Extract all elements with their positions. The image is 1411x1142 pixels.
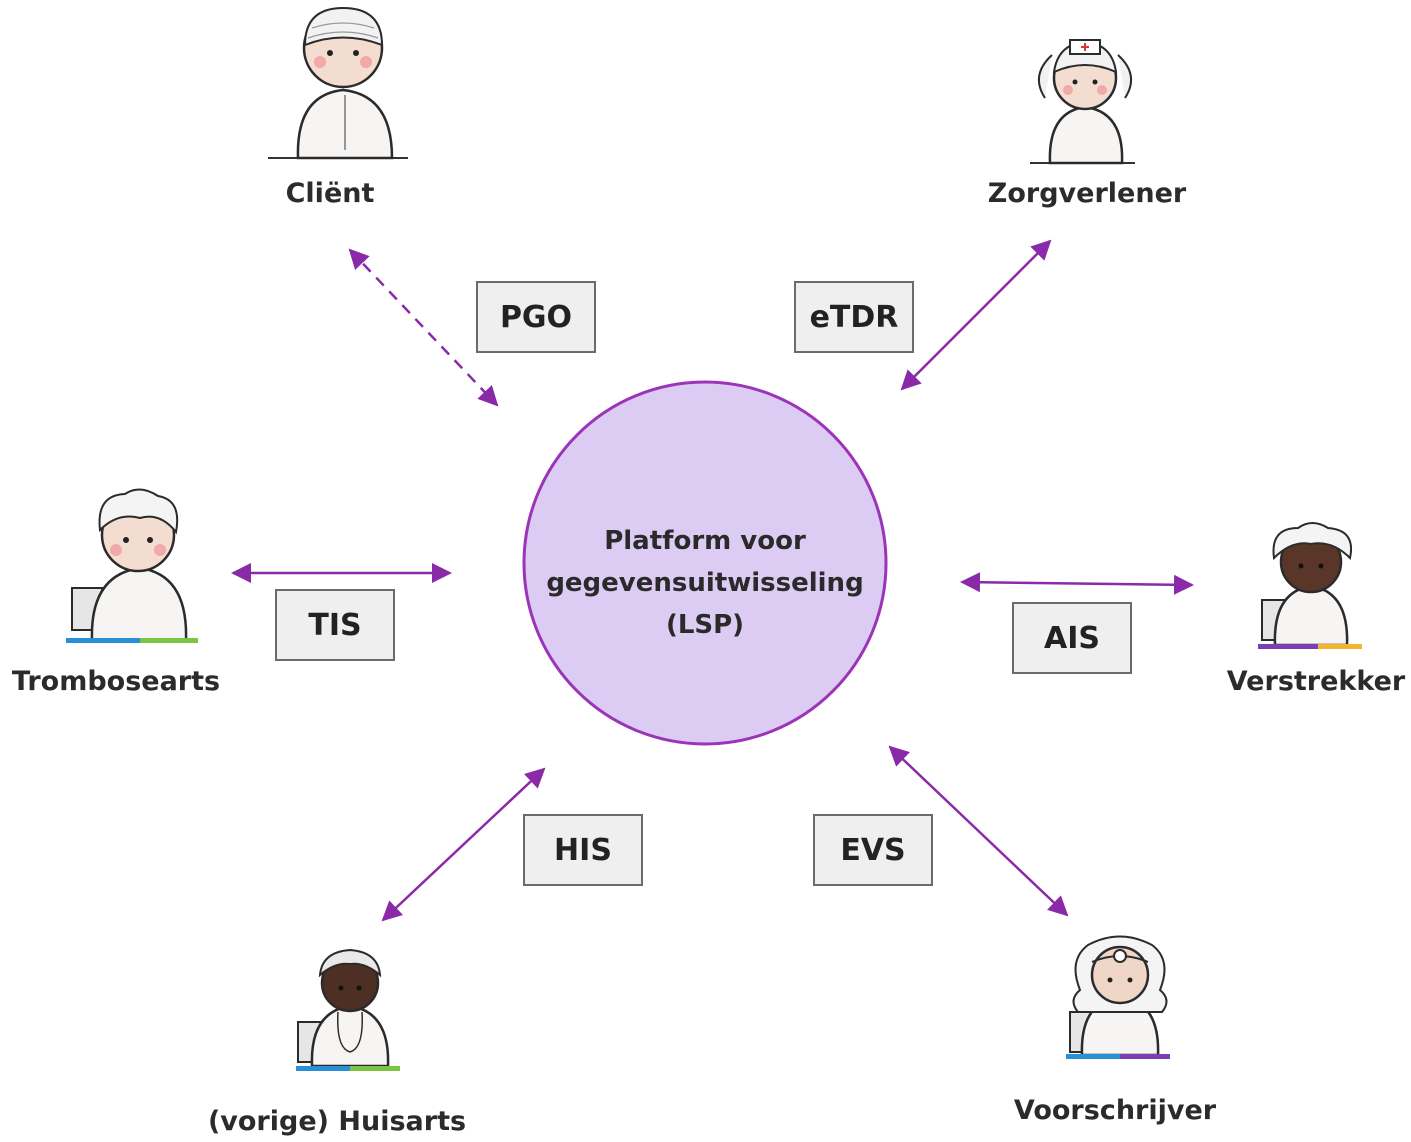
system-box-etdr: eTDR [794, 281, 914, 353]
voorschrijver-figure-icon [1066, 935, 1170, 1059]
zorgverlener-figure-icon [1030, 39, 1135, 165]
platform-label-line-2: gegevensuitwisseling [546, 568, 864, 598]
system-box-tis: TIS [275, 589, 395, 661]
platform-label-line-1: Platform voor [604, 526, 806, 556]
system-box-pgo: PGO [476, 281, 596, 353]
system-box-ais: AIS [1012, 602, 1132, 674]
actor-label-verstrekker: Verstrekker [1226, 666, 1406, 697]
actor-label-zorgverlener: Zorgverlener [987, 178, 1187, 209]
client-figure-icon [268, 6, 408, 160]
arrow-voorschrijver-platform [888, 745, 1069, 917]
arrow-zorgverlener-platform [900, 239, 1052, 391]
platform-label-line-3: (LSP) [665, 610, 745, 640]
actor-label-huisarts: (vorige) Huisarts [207, 1106, 467, 1137]
trombosearts-figure-icon [66, 488, 198, 643]
actor-label-trombosearts: Trombosearts [11, 666, 221, 697]
system-box-his: HIS [523, 814, 643, 886]
arrow-huisarts-platform [381, 767, 546, 922]
platform-label: Platform voor gegevensuitwisseling (LSP) [525, 520, 885, 646]
huisarts-figure-icon [296, 948, 400, 1071]
platform-circle [522, 380, 888, 746]
arrow-verstrekker-platform [960, 572, 1194, 595]
actor-label-client: Cliënt [285, 178, 375, 209]
verstrekker-figure-icon [1258, 522, 1362, 649]
actor-label-voorschrijver: Voorschrijver [1013, 1095, 1217, 1126]
arrow-client-platform [348, 248, 499, 407]
system-box-evs: EVS [813, 814, 933, 886]
